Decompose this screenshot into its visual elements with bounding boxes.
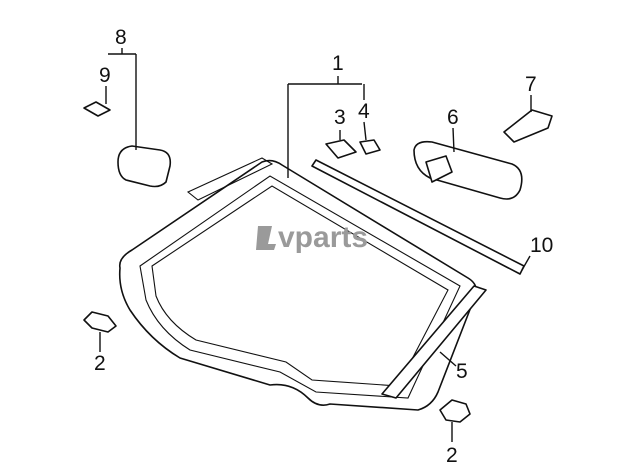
clip-part-3: [325, 139, 357, 159]
pad-part-9: [83, 101, 111, 117]
bracket-part-2-left: [83, 311, 117, 333]
callout-8: 8: [115, 26, 127, 49]
watermark-text: vparts: [278, 221, 368, 254]
windshield-glass: [118, 159, 478, 411]
clip-part-4: [359, 139, 381, 155]
watermark-lv-mark: [256, 226, 276, 250]
watermark-logo: vparts: [256, 221, 368, 254]
upper-edge-strip: [186, 157, 274, 201]
callout-7: 7: [525, 73, 537, 96]
callout-2-right: 2: [446, 444, 458, 467]
side-molding: [381, 285, 487, 399]
leader-lines: [99, 48, 532, 442]
callout-4: 4: [358, 100, 370, 123]
callout-3: 3: [334, 106, 346, 129]
bracket-part-2-right: [439, 399, 471, 423]
callout-1: 1: [332, 52, 344, 75]
mirror-mount: [425, 155, 453, 183]
callout-9: 9: [99, 64, 111, 87]
sensor-part-8: [117, 145, 172, 188]
glass-molding: [139, 175, 461, 399]
callout-2-left: 2: [94, 352, 106, 375]
callout-6: 6: [447, 106, 459, 129]
callout-10: 10: [530, 234, 553, 257]
rearview-mirror: [413, 140, 523, 200]
callout-5: 5: [456, 360, 468, 383]
bracket-part-7: [503, 109, 553, 143]
